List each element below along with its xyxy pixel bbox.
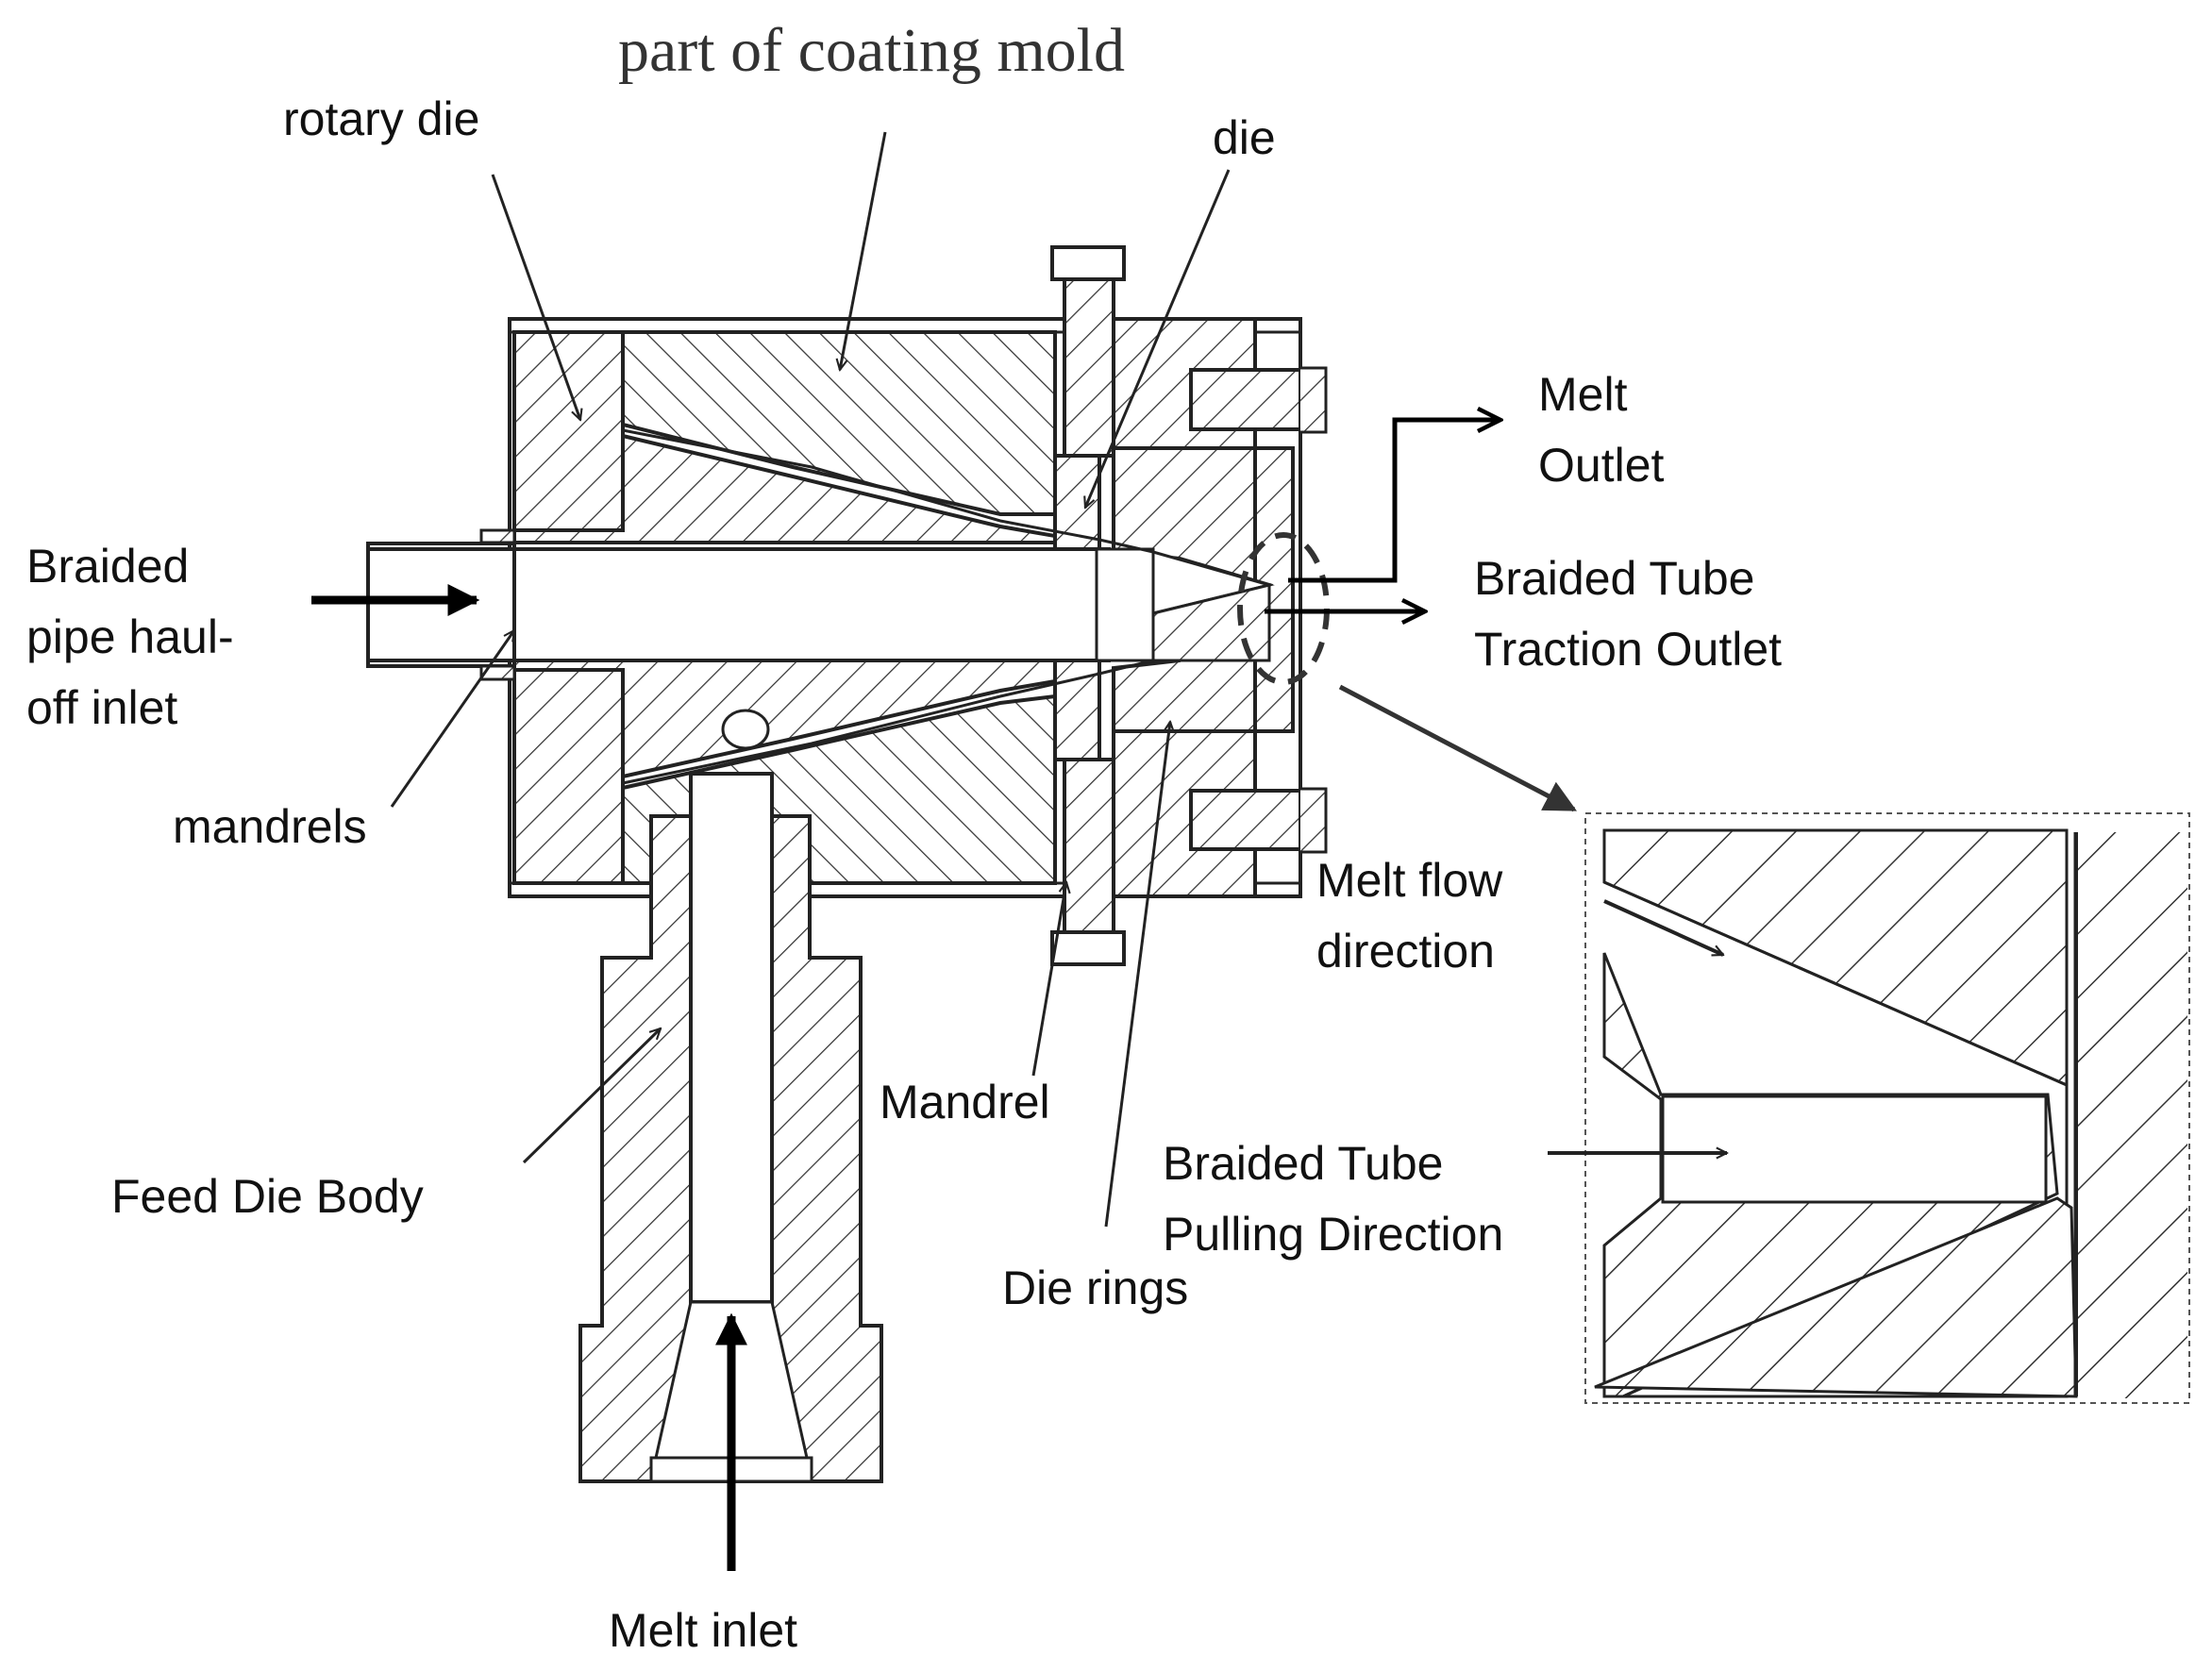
label-traction-outlet-2: Traction Outlet (1474, 623, 1782, 676)
label-die-rings: Die rings (1002, 1262, 1188, 1314)
detail-inset (1584, 812, 2190, 1404)
label-melt-inlet: Melt inlet (609, 1604, 797, 1657)
label-die: die (1213, 111, 1276, 164)
label-part-of-coating-mold: part of coating mold (618, 16, 1125, 85)
main-die-body (366, 245, 1328, 966)
label-traction-outlet-1: Braided Tube (1474, 552, 1754, 605)
melt-outlet-arrow (1288, 420, 1500, 583)
arrows (311, 420, 1727, 1571)
label-pulling-direction-1: Braided Tube (1163, 1137, 1443, 1190)
coating-mold-upper (621, 330, 1057, 516)
screw-upper (1189, 368, 1302, 431)
detail-highlight-circle (1237, 532, 1330, 685)
label-mandrel: Mandrel (880, 1076, 1050, 1128)
label-mandrels: mandrels (173, 800, 367, 853)
label-pulling-direction-2: Pulling Direction (1163, 1208, 1503, 1261)
mandrel-bore (366, 547, 1111, 662)
label-feed-die-body: Feed Die Body (111, 1170, 424, 1223)
label-braided-inlet-2: pipe haul- (26, 610, 234, 663)
screw-lower (1189, 789, 1302, 851)
label-rotary-die: rotary die (283, 92, 479, 145)
die-ring-pin-lower (1063, 758, 1115, 955)
label-melt-outlet-1: Melt (1538, 368, 1628, 421)
melt-flow-arrow (1603, 899, 1723, 957)
die-ring-pin-upper (1063, 251, 1115, 458)
label-braided-inlet-1: Braided (26, 540, 189, 593)
rotary-die-upper (512, 330, 625, 532)
zoom-arrow (1338, 684, 1578, 812)
label-braided-inlet-3: off inlet (26, 681, 177, 734)
rotary-die-lower (512, 668, 625, 885)
label-melt-outlet-2: Outlet (1538, 439, 1665, 492)
leader-lines (390, 131, 1231, 1228)
label-melt-flow-2: direction (1316, 925, 1495, 978)
feed-die-body (578, 772, 883, 1483)
label-melt-flow-1: Melt flow (1316, 854, 1503, 907)
